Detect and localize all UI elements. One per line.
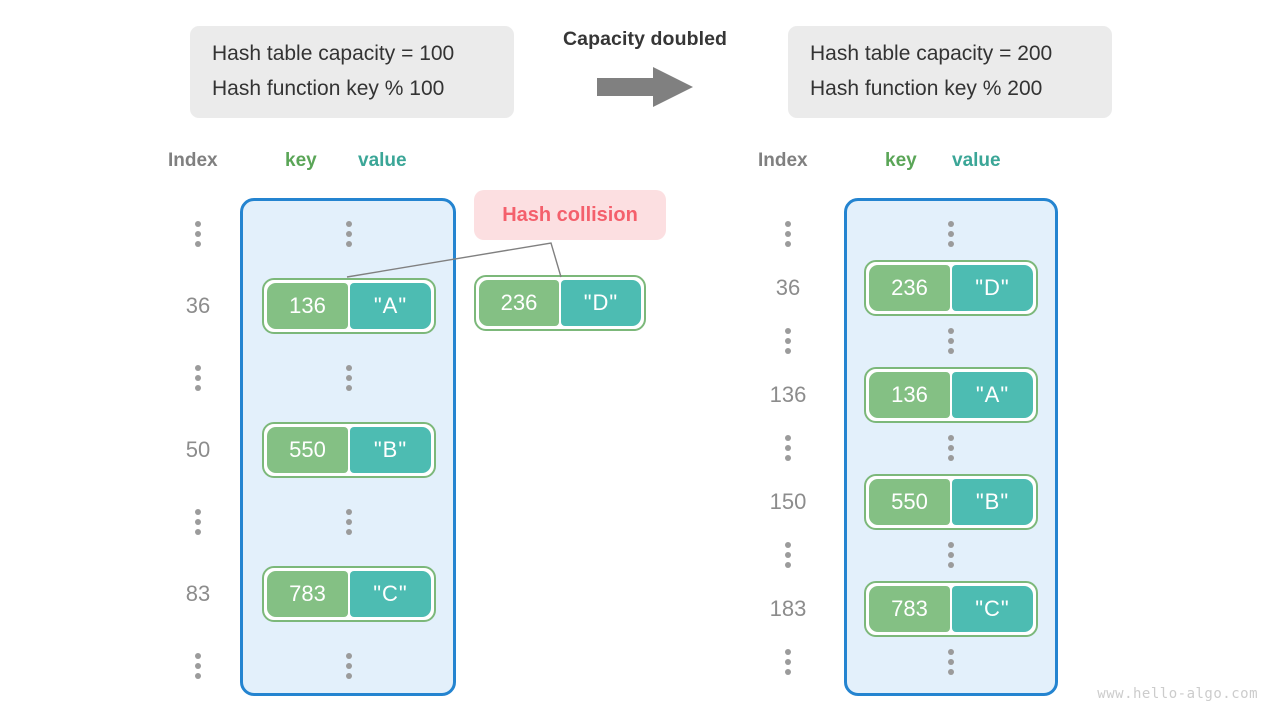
- before-hash-function-line: Hash function key % 100: [212, 76, 445, 100]
- after-bucket-ellipsis: [914, 435, 988, 461]
- after-entry-pair: 550"B": [864, 473, 1038, 530]
- after-index-ellipsis: [751, 435, 825, 461]
- overflow-entry-key: 236: [479, 280, 559, 326]
- after-bucket-ellipsis: [914, 328, 988, 354]
- before-caption-box: Hash table capacity = 100 Hash function …: [190, 26, 514, 118]
- before-entry-pair: 550"B": [262, 422, 436, 478]
- right-block-arrow-icon: [597, 67, 693, 107]
- after-index-ellipsis: [751, 328, 825, 354]
- before-bucket-ellipsis: [312, 653, 386, 679]
- after-index-value: 36: [775, 274, 801, 300]
- after-entry-pair: 136"A": [864, 366, 1038, 423]
- after-index-ellipsis: [751, 649, 825, 675]
- after-header-key: key: [885, 150, 917, 171]
- before-entry-value: "C": [350, 571, 431, 617]
- after-entry-key: 236: [869, 264, 950, 311]
- after-bucket-ellipsis: [914, 221, 988, 247]
- after-capacity-line: Hash table capacity = 200: [810, 41, 1053, 65]
- before-index-ellipsis: [161, 509, 235, 535]
- hash-collision-badge: Hash collision: [474, 190, 666, 240]
- after-entry-value: "A": [952, 371, 1033, 418]
- before-bucket-ellipsis: [312, 365, 386, 391]
- before-entry-key: 550: [267, 427, 348, 473]
- after-index-ellipsis: [751, 221, 825, 247]
- after-entry-key: 783: [869, 585, 950, 632]
- after-entry-pair: 783"C": [864, 580, 1038, 637]
- before-capacity-line: Hash table capacity = 100: [212, 41, 455, 65]
- after-index-value: 183: [769, 595, 807, 621]
- after-entry-key: 136: [869, 371, 950, 418]
- after-entry-pair: 236"D": [864, 259, 1038, 316]
- before-index-ellipsis: [161, 221, 235, 247]
- after-header-index: Index: [758, 150, 808, 171]
- before-index-ellipsis: [161, 653, 235, 679]
- before-bucket-ellipsis: [312, 509, 386, 535]
- after-entry-key: 550: [869, 478, 950, 525]
- after-index-value: 150: [769, 488, 807, 514]
- after-index-ellipsis: [751, 542, 825, 568]
- before-entry-key: 783: [267, 571, 348, 617]
- after-caption-box: Hash table capacity = 200 Hash function …: [788, 26, 1112, 118]
- after-entry-value: "C": [952, 585, 1033, 632]
- before-index-value: 83: [185, 581, 211, 606]
- before-entry-pair: 783"C": [262, 566, 436, 622]
- watermark: www.hello-algo.com: [1097, 686, 1258, 702]
- before-entry-value: "A": [350, 283, 431, 329]
- before-header-index: Index: [168, 150, 218, 171]
- before-index-value: 36: [185, 293, 211, 318]
- after-entry-value: "D": [952, 264, 1033, 311]
- before-entry-key: 136: [267, 283, 348, 329]
- before-header-value: value: [358, 150, 407, 171]
- after-bucket-ellipsis: [914, 649, 988, 675]
- after-hash-function-line: Hash function key % 200: [810, 76, 1043, 100]
- before-header-key: key: [285, 150, 317, 171]
- transition-group: Capacity doubled: [540, 28, 750, 120]
- after-bucket-ellipsis: [914, 542, 988, 568]
- before-entry-pair: 136"A": [262, 278, 436, 334]
- overflow-entry-pair: 236 "D": [474, 275, 646, 331]
- after-header-value: value: [952, 150, 1001, 171]
- after-column-headers: Index key value: [748, 150, 1048, 178]
- before-index-ellipsis: [161, 365, 235, 391]
- after-index-value: 136: [769, 381, 807, 407]
- before-bucket-ellipsis: [312, 221, 386, 247]
- after-entry-value: "B": [952, 478, 1033, 525]
- overflow-entry-value: "D": [561, 280, 641, 326]
- hash-collision-label: Hash collision: [502, 203, 638, 226]
- before-index-value: 50: [185, 437, 211, 462]
- before-column-headers: Index key value: [160, 150, 460, 178]
- transition-label: Capacity doubled: [562, 28, 728, 50]
- before-entry-value: "B": [350, 427, 431, 473]
